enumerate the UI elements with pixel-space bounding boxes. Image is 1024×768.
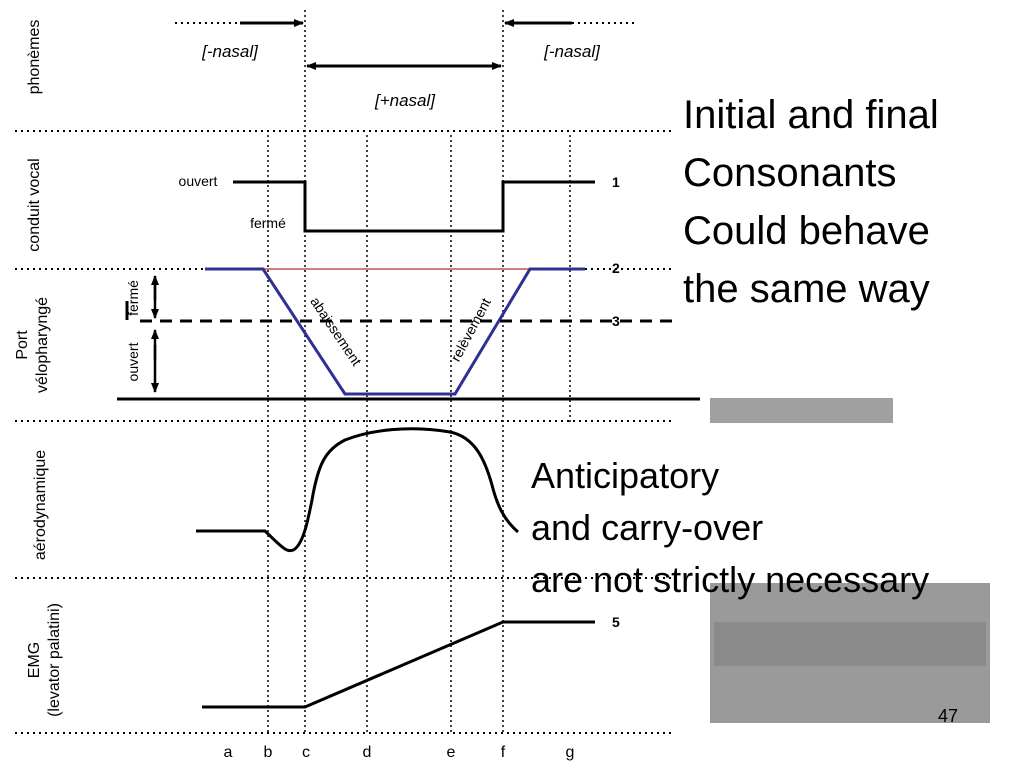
note-block-consonants: Initial and final Consonants Could behav… (683, 86, 939, 318)
curve-number-5: 5 (612, 614, 620, 630)
state-label-raising: relèvement (447, 295, 494, 364)
phoneme-arrows (240, 19, 572, 70)
state-label-open: ouvert (179, 173, 218, 189)
time-label-a: a (224, 744, 233, 761)
state-label-closed: fermé (250, 215, 286, 231)
note-line: are not strictly necessary (531, 559, 930, 600)
grey-patch-bottom-band (714, 622, 986, 666)
note-block-coarticulation: Anticipatory and carry-over are not stri… (531, 450, 929, 606)
note-line: Anticipatory (531, 455, 720, 496)
row-separators (15, 22, 672, 734)
time-label-g: g (566, 744, 575, 761)
time-label-f: f (501, 744, 506, 761)
time-label-e: e (447, 744, 456, 761)
feature-label-minus-nasal-left: [-nasal] (201, 42, 259, 61)
velum-curve (205, 267, 585, 396)
time-lines (267, 10, 571, 733)
time-label-b: b (264, 744, 273, 761)
row-label-aerodynamic: aérodynamique (32, 450, 49, 560)
feature-label-plus-nasal: [+nasal] (374, 91, 436, 110)
row-label-velopharyngeal-1: Port (14, 330, 31, 360)
row-label-emg-1: EMG (26, 642, 43, 678)
row-label-velopharyngeal-2: vélopharyngé (34, 297, 51, 393)
state-label-lowering: abaissement (307, 294, 365, 369)
curve-number-3: 3 (612, 313, 620, 329)
vocal-tract-curve (233, 180, 595, 233)
row-label-emg-2: (levator palatini) (46, 603, 63, 717)
aerodynamic-curve (196, 427, 519, 553)
note-line: Consonants (683, 151, 897, 195)
row-label-vocal-tract: conduit vocal (26, 158, 43, 251)
slide-number: 47 (938, 706, 959, 726)
feature-label-minus-nasal-right: [-nasal] (543, 42, 601, 61)
note-line: Could behave (683, 209, 930, 253)
curve-number-1: 1 (612, 174, 620, 190)
time-label-d: d (363, 744, 372, 761)
row-label-phonemes: phonèmes (26, 20, 43, 95)
state-label-velum-open: ouvert (125, 342, 141, 381)
curve-number-2: 2 (612, 260, 620, 276)
emg-curve (202, 620, 595, 709)
note-line: and carry-over (531, 507, 764, 548)
grey-patch-top (710, 398, 893, 423)
note-line: Initial and final (683, 93, 939, 137)
state-label-velum-closed: fermé (125, 280, 141, 316)
note-line: the same way (683, 267, 930, 311)
time-label-c: c (302, 744, 310, 761)
